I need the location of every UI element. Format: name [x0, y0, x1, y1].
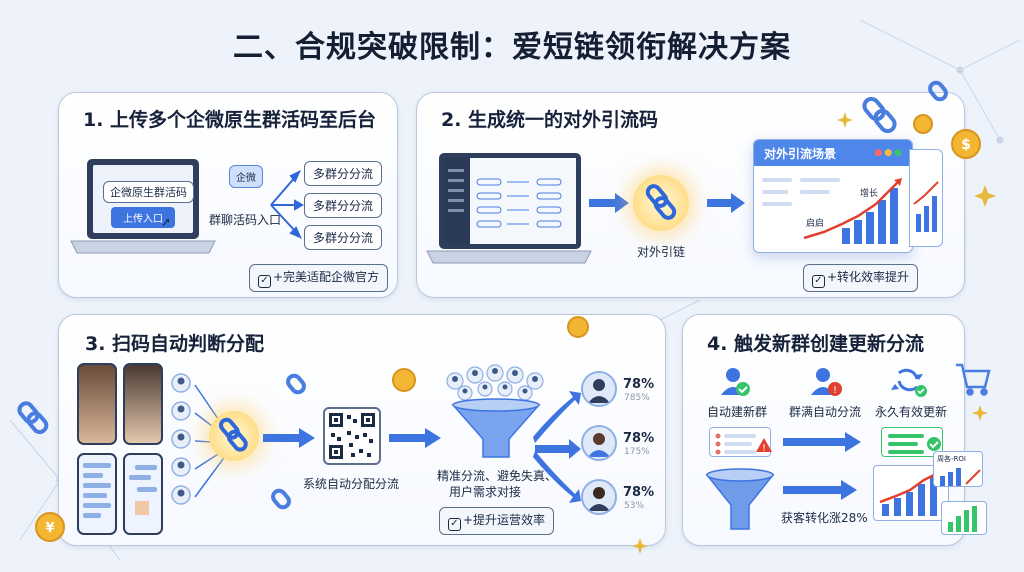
window-dots: ●●●	[874, 148, 904, 158]
new-group-card	[881, 427, 943, 457]
panel-step-4: 4. 触发新群创建更新分流 ! 自动建新群 群满自动分流 永久有效更新 ! 获客…	[682, 314, 987, 546]
panel-3-tag-text: +提升运营效率	[463, 513, 546, 527]
back-window	[909, 149, 943, 247]
funnel-label-2: 用户需求对接	[449, 485, 522, 499]
branch-chip: 多群分分流	[304, 193, 383, 218]
result-sub: 175%	[624, 447, 650, 457]
roi-card: 周各-ROI	[933, 451, 983, 487]
chain-deco-icon	[17, 80, 948, 510]
qr-label: 系统自动分配分流	[303, 477, 400, 491]
chat-bubble: 企微	[229, 165, 263, 188]
check-icon: ✓	[258, 275, 271, 288]
result-avatar-2	[581, 425, 617, 461]
upload-button[interactable]: 上传入口	[111, 207, 175, 228]
branch-arrows	[270, 169, 305, 239]
arrow-right	[263, 428, 315, 448]
new-group-icon	[721, 368, 750, 396]
feature-label: 自动建新群	[707, 405, 768, 419]
page-title: 二、合规突破限制：爱短链领衔解决方案	[233, 30, 791, 65]
group-full-icon: !	[811, 368, 842, 396]
link-icon	[218, 417, 248, 452]
result-pct: 78%	[623, 377, 655, 392]
flow-arrows	[589, 193, 745, 213]
panel-step-3: 3. 扫码自动判断分配 系统自动分配分流	[58, 314, 666, 546]
svg-text:!: !	[762, 443, 766, 454]
link-label: 对外引链	[637, 245, 686, 259]
branch-chip: 多群分分流	[304, 161, 383, 186]
arrow-right	[783, 432, 861, 452]
chart-up-label: 增长	[860, 187, 878, 199]
traffic-window: 对外引流场景 ●●● 增长 启启	[753, 139, 913, 253]
result-sub: 53%	[624, 501, 645, 511]
entry-label: 群聊活码入口	[209, 213, 282, 227]
sparkle-icon	[632, 112, 996, 554]
result-pct: 78%	[623, 431, 655, 446]
feature-icons: !	[721, 368, 927, 397]
phone-chat-1	[77, 453, 117, 535]
feature-label: 永久有效更新	[875, 405, 948, 419]
green-chart-card	[941, 501, 987, 535]
arrow-right	[389, 428, 441, 448]
screen-label: 企微原生群活码	[103, 181, 194, 203]
panel-1-title: 1. 上传多个企微原生群活码至后台	[83, 109, 377, 131]
roi-label: 周各-ROI	[937, 455, 966, 463]
svg-text:¥: ¥	[45, 521, 54, 536]
svg-text:!: !	[833, 385, 837, 396]
svg-text:$: $	[961, 137, 971, 153]
panel-2-tag: ✓+转化效率提升	[803, 264, 919, 292]
split-arrows	[533, 391, 581, 503]
dashboard-laptop	[426, 153, 592, 264]
result-sub: 785%	[624, 393, 650, 403]
panel-4-title: 4. 触发新群创建更新分流	[707, 333, 925, 355]
phone-video-1	[77, 363, 117, 445]
qr-code	[323, 407, 381, 465]
conversion-funnel	[705, 468, 775, 530]
phone-chat-2	[123, 453, 163, 535]
refresh-icon	[897, 368, 919, 392]
growth-label: 获客转化涨28%	[781, 511, 868, 525]
window-title: 对外引流场景	[764, 147, 837, 161]
result-avatar-3	[581, 479, 617, 515]
branch-chip: 多群分分流	[304, 225, 383, 250]
cursor-icon: ➚	[161, 215, 172, 229]
full-group-card: !	[709, 427, 772, 457]
chart-start-label: 启启	[806, 217, 824, 229]
panel-1-tag: ✓+完美适配企微官方	[249, 264, 389, 292]
panel-step-2: 2. 生成统一的对外引流码 对外引链 对外引流场景 ●●● 增长 启启	[416, 92, 965, 298]
result-avatar-1	[581, 371, 617, 407]
growth-chart: 增长 启启	[762, 178, 902, 244]
funnel-with-users	[446, 364, 544, 458]
panel-1-tag-text: +完美适配企微官方	[273, 270, 380, 284]
coin-icon: $ ¥	[35, 114, 981, 542]
user-avatars	[171, 373, 191, 505]
link-hub	[633, 175, 689, 231]
panel-3-title: 3. 扫码自动判断分配	[85, 333, 265, 355]
link-icon	[645, 184, 677, 220]
arrow-right	[783, 480, 857, 500]
panel-2-tag-text: +转化效率提升	[827, 270, 910, 284]
panel-step-1: 1. 上传多个企微原生群活码至后台 企微原生群活码 上传入口 ➚ 企微 群聊活码…	[58, 92, 398, 298]
result-pct: 78%	[623, 485, 655, 500]
panel-2-title: 2. 生成统一的对外引流码	[441, 109, 659, 131]
feature-label: 群满自动分流	[789, 405, 862, 419]
shopping-cart-icon	[956, 363, 991, 396]
check-icon: ✓	[448, 518, 461, 531]
funnel-label-1: 精准分流、避免失真、	[437, 469, 558, 483]
check-icon: ✓	[812, 275, 825, 288]
panel-3-tag: ✓+提升运营效率	[439, 507, 555, 535]
phone-video-2	[123, 363, 163, 445]
link-hub	[209, 411, 259, 461]
